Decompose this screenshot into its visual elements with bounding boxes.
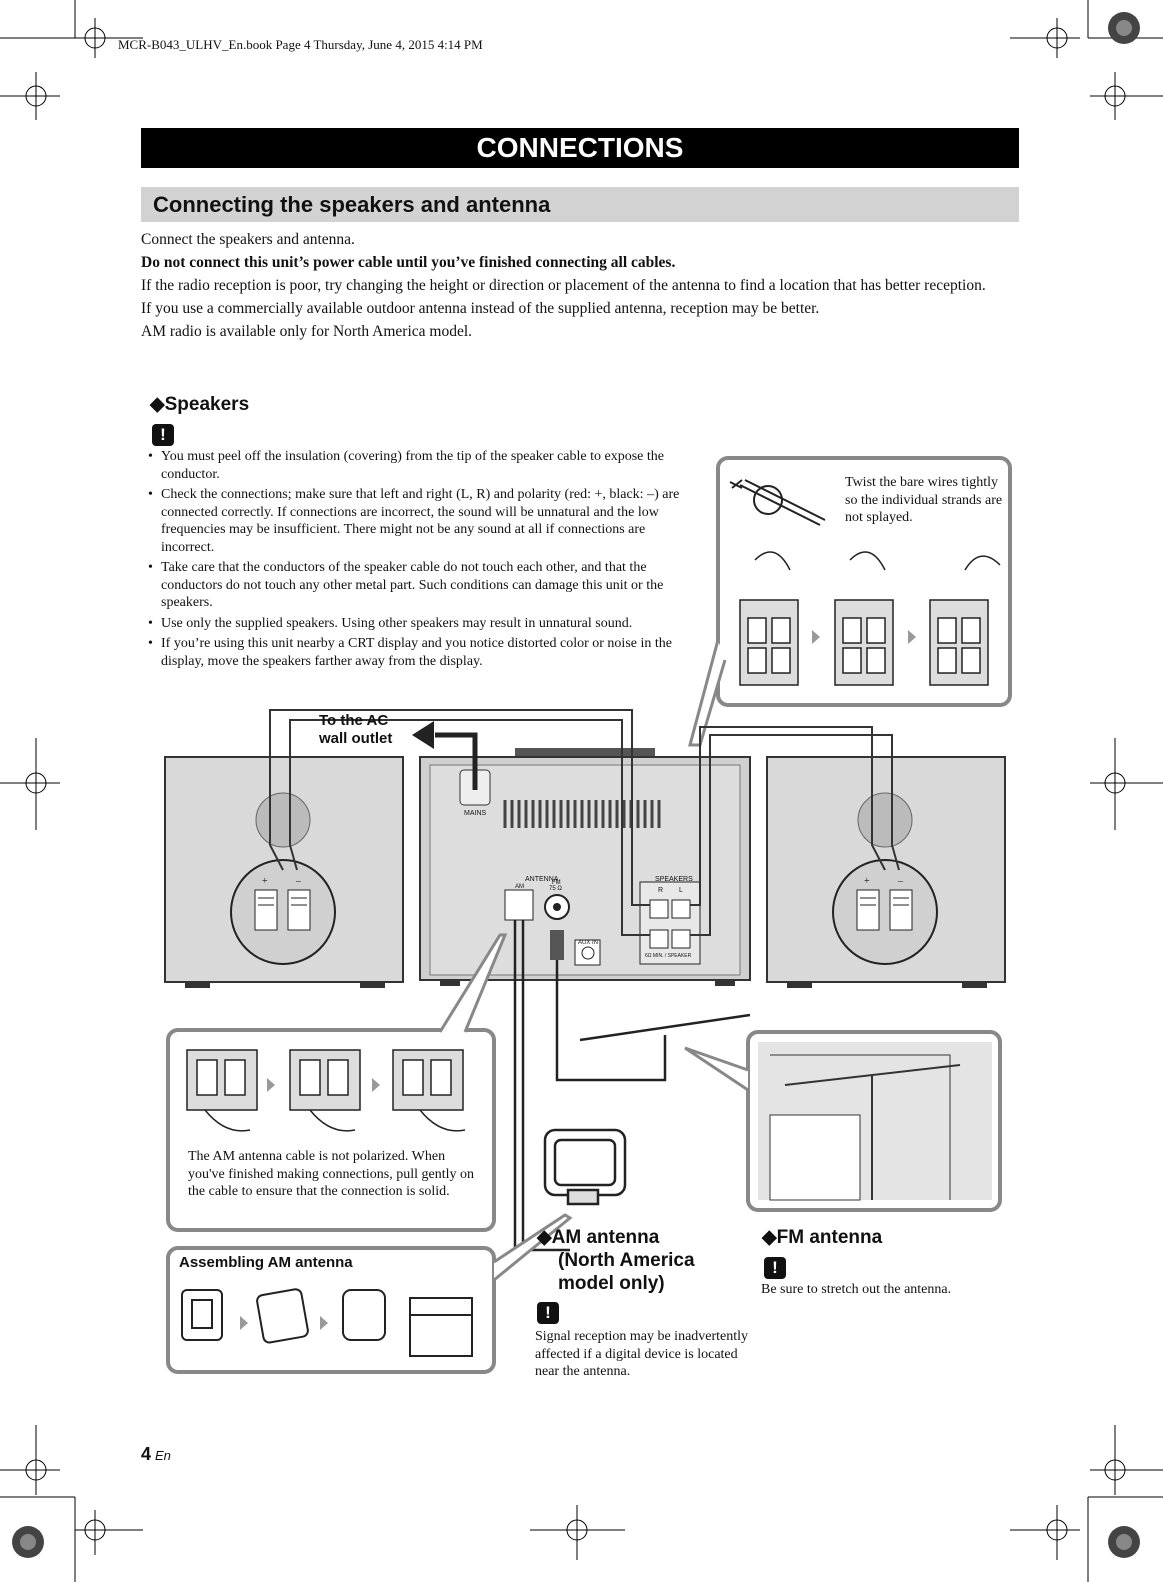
assembling-callout — [166, 1246, 496, 1374]
page-number-value: 4 — [141, 1444, 152, 1464]
list-item: Check the connections; make sure that le… — [148, 486, 688, 556]
fm-ohm-label: 75 Ω — [549, 886, 562, 892]
list-item: Use only the supplied speakers. Using ot… — [148, 615, 688, 633]
crosshair-icon — [75, 18, 143, 58]
fm-antenna-heading-label: FM antenna — [776, 1227, 883, 1248]
list-item: If you’re using this unit nearby a CRT d… — [148, 635, 688, 670]
mains-label: MAINS — [464, 810, 487, 817]
fm-antenna-heading: ◆FM antenna — [762, 1226, 882, 1249]
fm-terminal-label: FM — [552, 880, 561, 886]
list-item: You must peel off the insulation (coveri… — [148, 448, 688, 483]
section-title: Connecting the speakers and antenna — [141, 187, 1019, 222]
left-channel-label: L — [679, 887, 683, 894]
am-cable-note: The AM antenna cable is not polarized. W… — [188, 1149, 474, 1199]
page-language: En — [155, 1448, 171, 1463]
am-antenna-note: Signal reception may be inadvertently af… — [535, 1329, 749, 1379]
speakers-terminal-label: SPEAKERS — [655, 876, 693, 883]
intro-line: If the radio reception is poor, try chan… — [141, 277, 986, 294]
color-bar-icon — [12, 12, 1140, 1558]
assembling-am-title: Assembling AM antenna — [179, 1254, 353, 1271]
caution-icon: ! — [764, 1257, 786, 1279]
intro-line: Connect the speakers and antenna. — [141, 231, 355, 248]
twisted-wire-icon — [729, 479, 826, 526]
am-antenna-heading-line: model only) — [558, 1273, 665, 1294]
intro-line: AM radio is available only for North Ame… — [141, 323, 473, 340]
speakers-heading-label: Speakers — [164, 394, 250, 415]
am-assembly-steps — [181, 1288, 473, 1357]
minus-label: – — [296, 876, 301, 887]
speakers-heading: ◆Speakers — [150, 393, 249, 416]
antenna-label: ANTENNA — [525, 876, 559, 883]
am-antenna-heading-line: AM antenna — [551, 1227, 660, 1248]
am-terminal-label: AM — [515, 884, 524, 890]
ac-outlet-label-line: wall outlet — [319, 730, 393, 747]
page-title: CONNECTIONS — [141, 128, 1019, 168]
main-unit-rear — [419, 748, 751, 986]
file-info: MCR-B043_ULHV_En.book Page 4 Thursday, J… — [118, 37, 483, 52]
right-channel-label: R — [658, 887, 664, 894]
intro-line: If you use a commercially available outd… — [141, 300, 820, 317]
right-speaker — [766, 756, 1006, 988]
ac-outlet-label: To the AC wall outlet — [319, 712, 392, 748]
list-item: Take care that the conductors of the spe… — [148, 559, 688, 612]
diamond-icon: ◆ — [762, 1227, 777, 1248]
speaker-cautions: You must peel off the insulation (coveri… — [148, 448, 688, 673]
twist-note: Twist the bare wires tightly so the indi… — [845, 475, 1003, 525]
left-speaker — [164, 756, 404, 988]
minus-label: – — [898, 876, 903, 887]
aux-in-label: AUX IN — [578, 940, 599, 946]
ac-outlet-label-line: To the AC — [319, 712, 389, 729]
intro-warning: Do not connect this unit’s power cable u… — [141, 254, 676, 271]
diamond-icon: ◆ — [537, 1227, 552, 1248]
intro-text: Connect the speakers and antenna. Do not… — [141, 230, 1021, 345]
arrow-left-icon — [412, 721, 434, 749]
caution-icon: ! — [152, 424, 174, 446]
impedance-label: 6Ω MIN. / SPEAKER — [645, 953, 692, 959]
caution-icon: ! — [537, 1302, 559, 1324]
am-terminal-steps — [186, 1049, 466, 1132]
am-antenna-heading: ◆AM antenna (North America model only) — [537, 1226, 695, 1295]
plus-label: + — [864, 876, 870, 887]
diamond-icon: ◆ — [150, 394, 165, 415]
plus-label: + — [262, 876, 268, 887]
terminal-steps — [739, 551, 1001, 686]
fm-antenna-note: Be sure to stretch out the antenna. — [761, 1282, 952, 1297]
am-antenna-heading-line: (North America — [558, 1250, 695, 1271]
am-loop-antenna — [543, 1128, 627, 1206]
